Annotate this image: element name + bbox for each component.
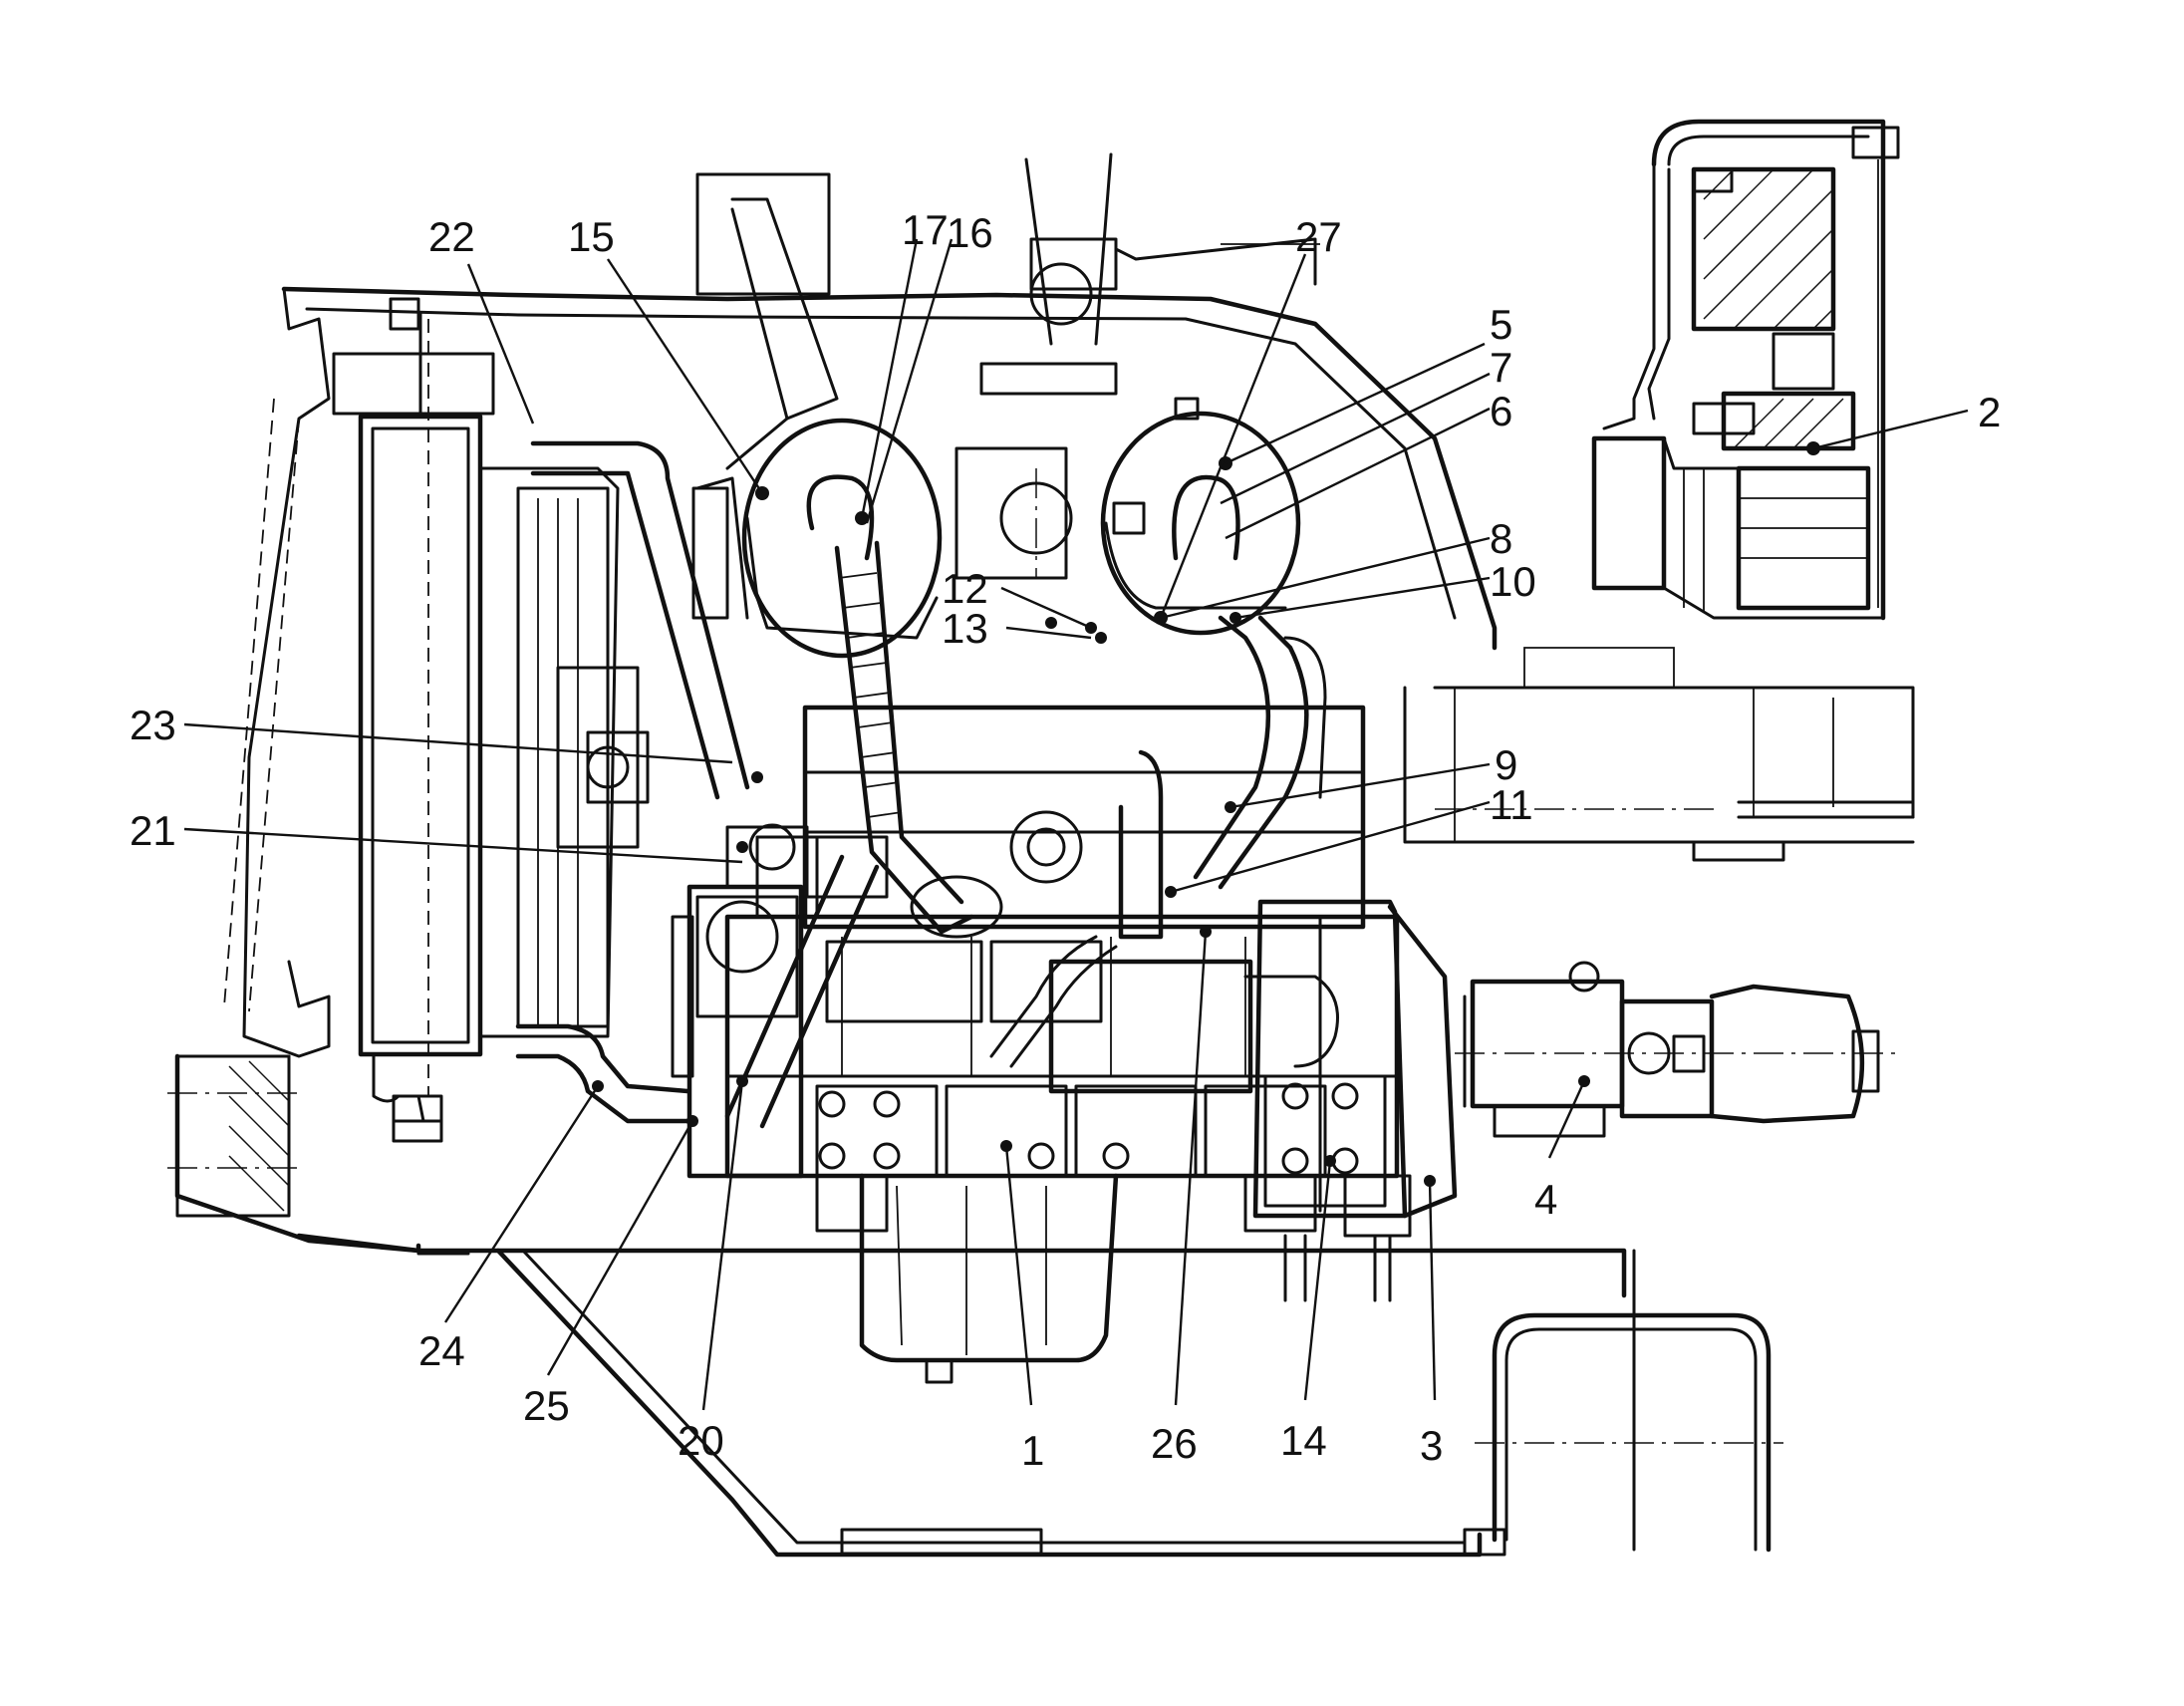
fan-shroud — [478, 466, 650, 1038]
callout-10: 10 — [1490, 558, 1536, 605]
leader-lines — [183, 238, 1969, 1411]
callout-15: 15 — [568, 213, 615, 260]
top-column — [955, 152, 1320, 580]
callout-1: 1 — [1021, 1427, 1044, 1474]
radiator — [332, 297, 495, 1143]
callout-21: 21 — [130, 807, 176, 854]
callout-27: 27 — [1295, 213, 1342, 260]
hydraulic-pump — [1455, 961, 1898, 1138]
callout-26: 26 — [1151, 1420, 1198, 1467]
callout-12: 12 — [942, 565, 988, 612]
callout-7: 7 — [1490, 344, 1512, 391]
callout-2: 2 — [1978, 389, 2001, 435]
callout-8: 8 — [1490, 515, 1512, 562]
hoses — [515, 440, 1327, 1129]
callout-25: 25 — [523, 1382, 570, 1429]
callout-11: 11 — [1490, 781, 1533, 828]
callout-labels: 22 15 17 16 27 5 7 6 8 10 12 13 23 21 9 … — [130, 206, 2001, 1474]
callout-13: 13 — [942, 605, 988, 652]
callout-6: 6 — [1490, 388, 1512, 434]
air-cleaner-left — [691, 172, 943, 659]
callout-23: 23 — [130, 702, 176, 748]
callout-14: 14 — [1280, 1417, 1327, 1464]
chassis-frame — [167, 286, 1915, 1558]
callout-16: 16 — [947, 209, 993, 256]
callout-24: 24 — [418, 1327, 465, 1374]
callout-4: 4 — [1534, 1176, 1557, 1223]
callout-9: 9 — [1495, 741, 1517, 788]
engine-block — [671, 705, 1412, 1384]
callout-22: 22 — [428, 213, 475, 260]
flywheel-housing — [1252, 899, 1458, 1302]
callout-17: 17 — [902, 206, 949, 253]
callout-3: 3 — [1420, 1422, 1443, 1469]
callout-20: 20 — [678, 1417, 724, 1464]
inset-detail-view — [1591, 119, 1900, 621]
callout-5: 5 — [1490, 301, 1512, 348]
